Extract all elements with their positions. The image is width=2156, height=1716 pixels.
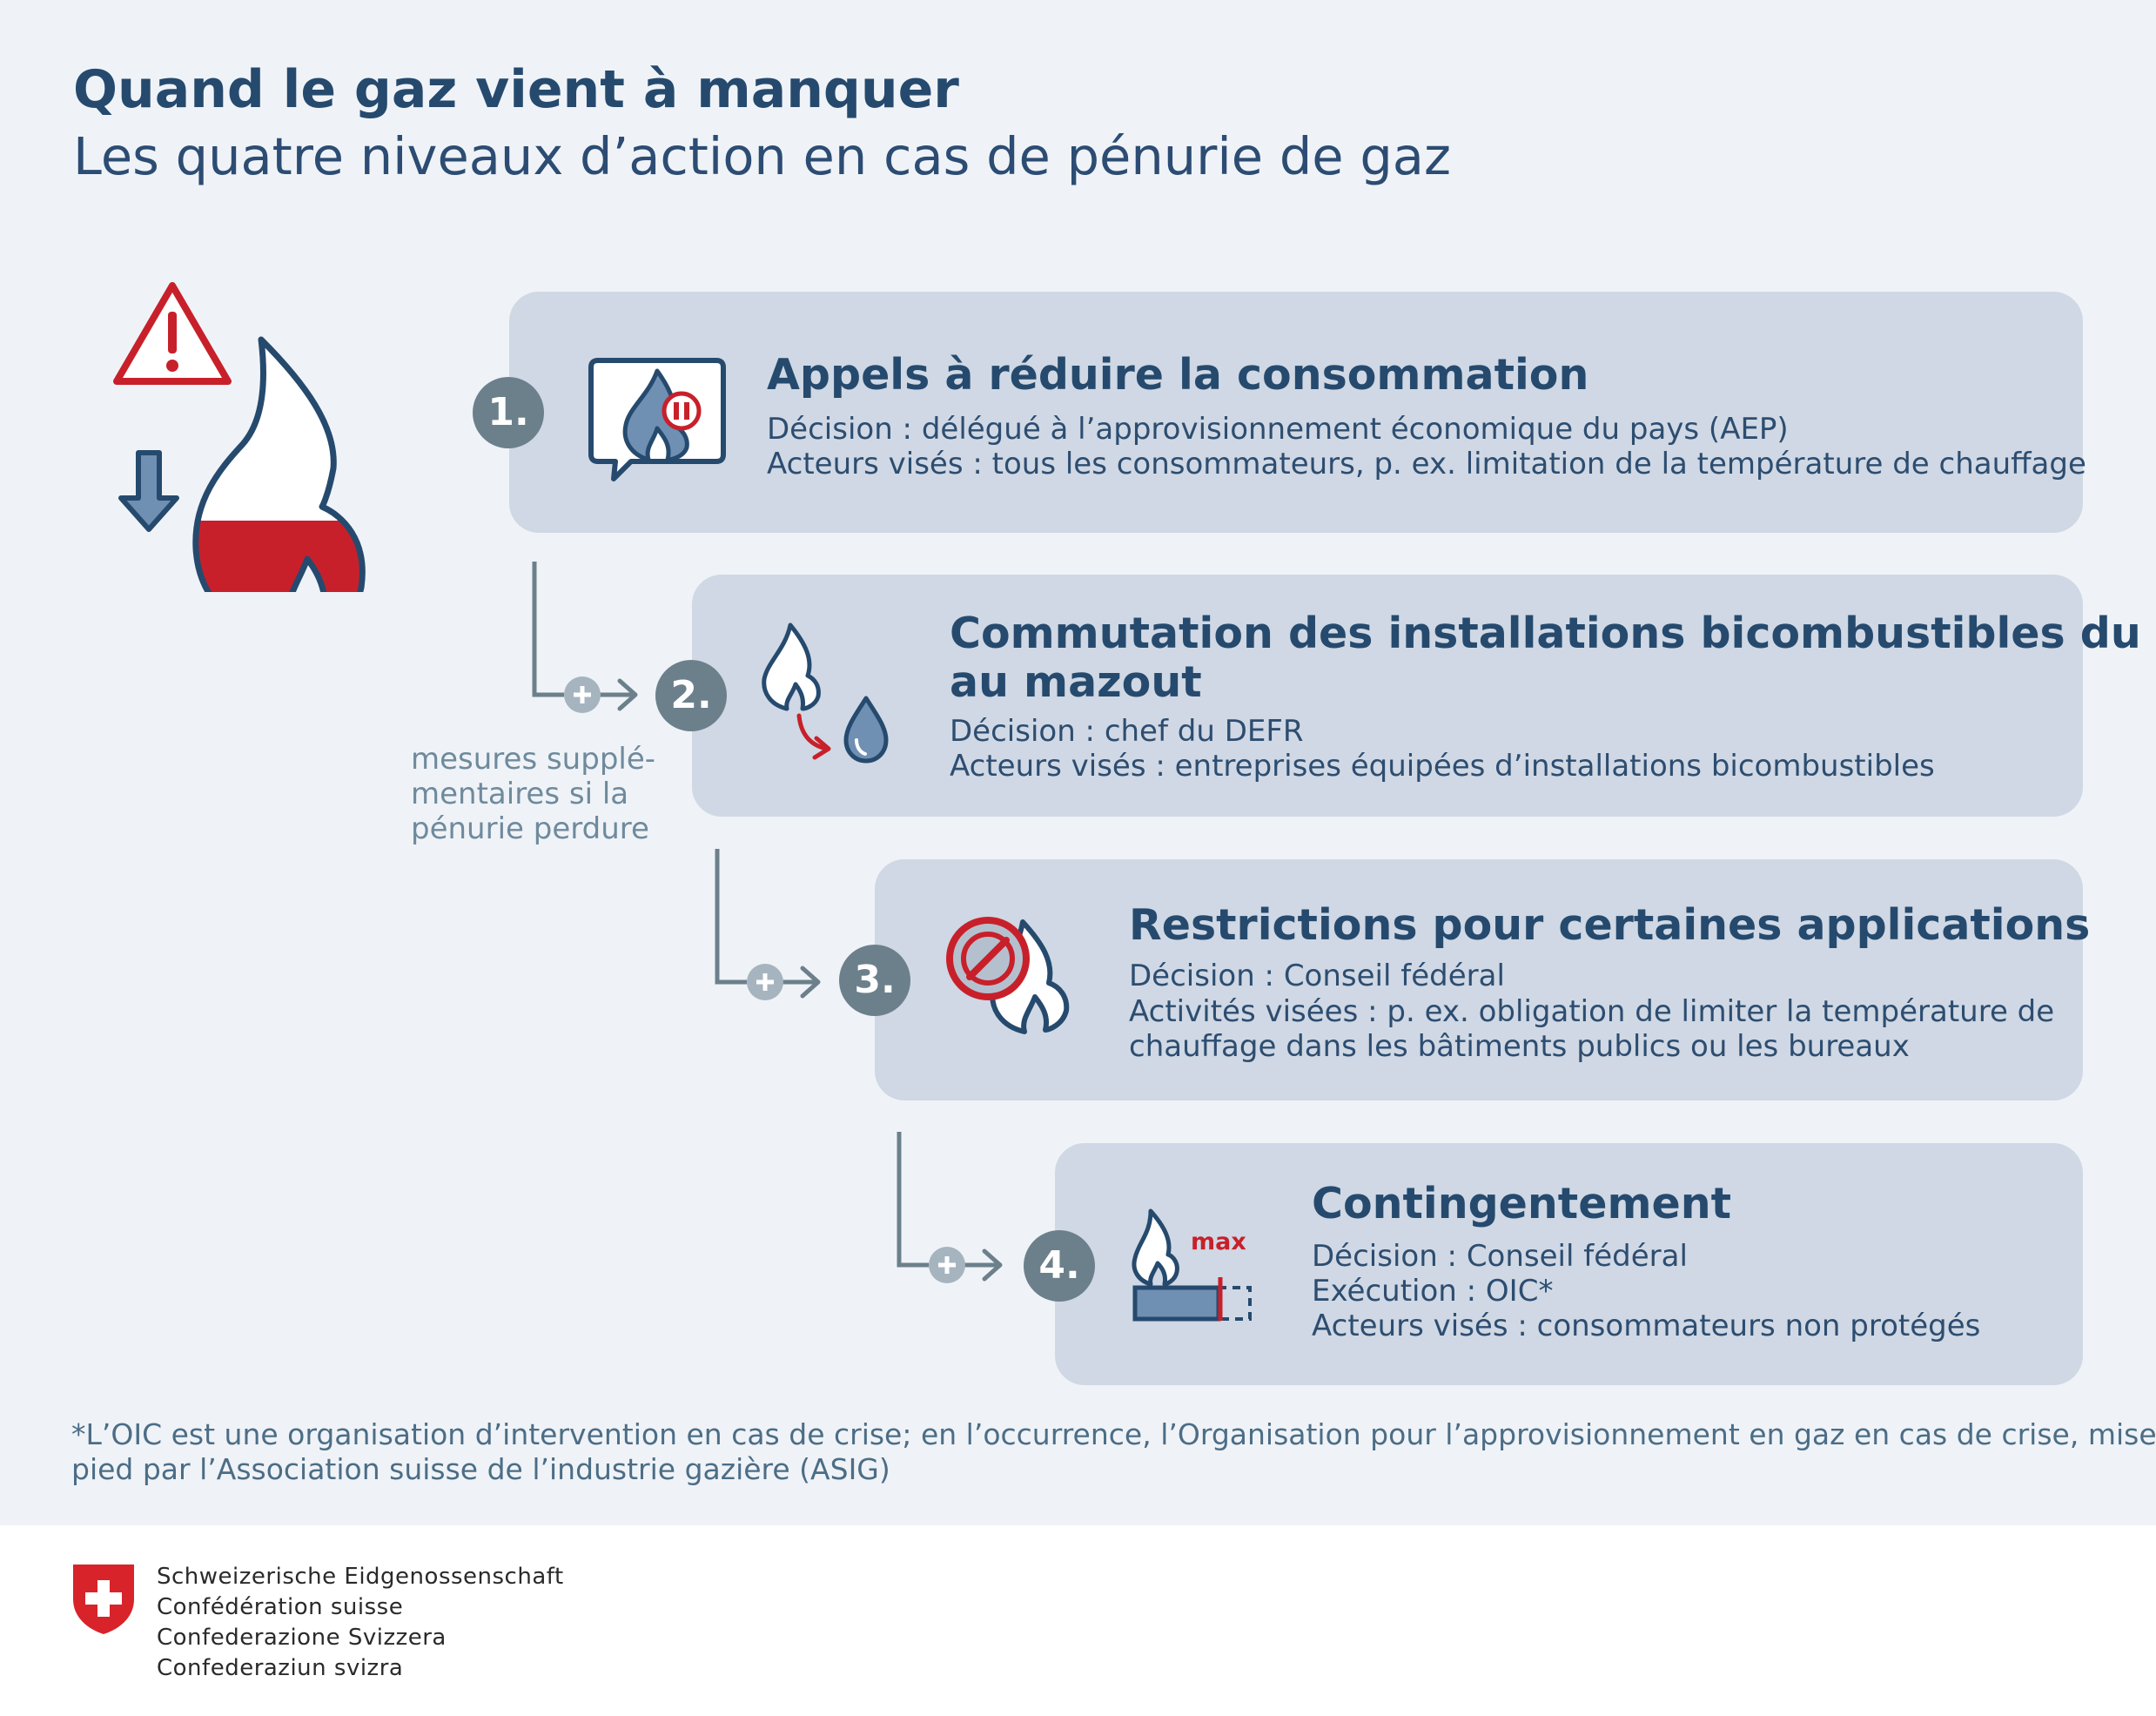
arrow-down-icon [118, 450, 179, 532]
flame-max-quota-icon: max [1132, 1208, 1252, 1322]
level-title-1: Appels à réduire la consommation [767, 351, 1588, 400]
level-card-1: Appels à réduire la consommation Décisio… [509, 292, 2086, 533]
level-title-3: Restrictions pour certaines applications [1129, 901, 2090, 950]
level-title-line: au mazout [950, 657, 1202, 707]
level-detail-line: Acteurs visés : entreprises équipées d’i… [950, 749, 1935, 784]
confederation-line: Confederazione Svizzera [157, 1625, 447, 1651]
side-note: mesures supplé- mentaires si la pénurie … [411, 742, 655, 846]
swiss-crest-icon [73, 1565, 134, 1634]
flame-icon [192, 336, 366, 592]
footnote-line: *L’OIC est une organisation d’interventi… [71, 1417, 2156, 1451]
side-note-line: mentaires si la [411, 777, 629, 811]
level-card-3: Restrictions pour certaines applications… [875, 859, 2090, 1100]
level-title-4: Contingentement [1312, 1180, 1731, 1228]
side-note-line: mesures supplé- [411, 742, 656, 777]
level-title-line: Appels à réduire la consommation [767, 350, 1589, 400]
speech-bubble-flame-pause-icon [588, 358, 726, 481]
confederation-line: Confederaziun svizra [157, 1655, 404, 1681]
level-number-4: 4. [1024, 1230, 1095, 1302]
level-number-2: 2. [655, 660, 727, 731]
prohibited-flame-icon [946, 917, 1070, 1034]
flame-to-oil-drop-icon [762, 622, 889, 764]
max-label: max [1191, 1228, 1246, 1255]
warning-icon [113, 282, 232, 385]
gas-shortage-illustration [113, 282, 366, 592]
escalation-connector [532, 562, 638, 713]
escalation-connector [897, 1132, 1003, 1283]
level-detail-line: Acteurs visés : consommateurs non protég… [1312, 1309, 1981, 1343]
level-title-line: Contingentement [1312, 1179, 1732, 1228]
level-detail-line: Décision : chef du DEFR [950, 714, 1304, 749]
level-title-line: Restrictions pour certaines applications [1129, 900, 2091, 950]
side-note-line: pénurie perdure [411, 811, 649, 846]
level-title-2: Commutation des installations bicombusti… [950, 609, 2156, 707]
confederation-line: Schweizerische Eidgenossenschaft [157, 1564, 564, 1590]
level-detail-line: Décision : délégué à l’approvisionnement… [767, 412, 1789, 447]
level-detail-line: Acteurs visés : tous les consommateurs, … [767, 447, 2086, 481]
level-number-1: 1. [473, 377, 544, 448]
page-title: Quand le gaz vient à manquer [73, 59, 959, 120]
level-detail-line: Exécution : OIC* [1312, 1274, 1554, 1309]
level-card-2: Commutation des installations bicombusti… [692, 575, 2156, 817]
level-title-line: Commutation des installations bicombusti… [950, 609, 2156, 658]
level-detail-line: chauffage dans les bâtiments publics ou … [1129, 1029, 1910, 1064]
level-detail-line: Activités visées : p. ex. obligation de … [1129, 994, 2055, 1029]
footnote-line: pied par l’Association suisse de l’indus… [71, 1452, 890, 1486]
confederation-wordmark: Schweizerische Eidgenossenschaft Confédé… [157, 1562, 564, 1684]
footnote: *L’OIC est une organisation d’interventi… [71, 1417, 2156, 1487]
level-number-3: 3. [839, 945, 910, 1016]
level-detail-line: Décision : Conseil fédéral [1129, 959, 1505, 993]
level-detail-line: Décision : Conseil fédéral [1312, 1239, 1688, 1274]
confederation-line: Confédération suisse [157, 1594, 404, 1620]
level-card-4: max Contingentement Décision : Conseil f… [1055, 1143, 2083, 1385]
page-subtitle: Les quatre niveaux d’action en cas de pé… [73, 126, 1451, 186]
escalation-connector [715, 849, 821, 1000]
